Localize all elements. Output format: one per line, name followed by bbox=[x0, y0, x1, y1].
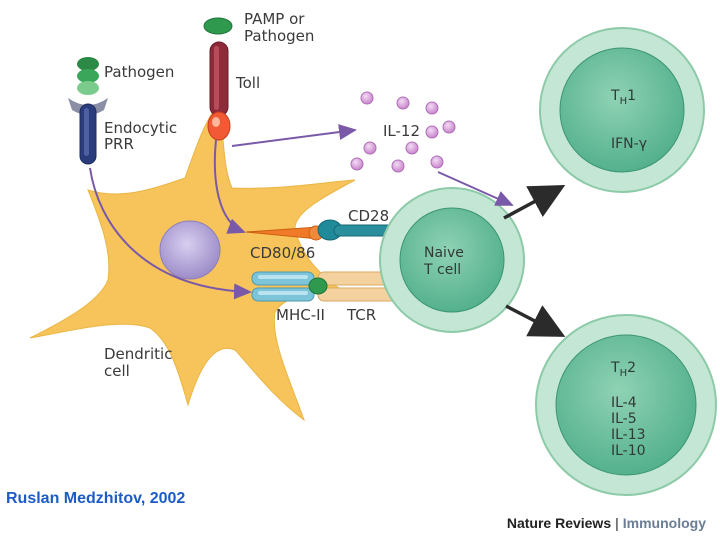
prr-to-mhc-arrow bbox=[89, 167, 252, 300]
dendritic-cell-label: Dendritic cell bbox=[104, 345, 177, 380]
author-credit: Ruslan Medzhitov, 2002 bbox=[6, 490, 186, 507]
toll-receptor bbox=[207, 41, 231, 141]
toll-label: Toll bbox=[235, 74, 260, 92]
il12-to-tcell-arrow bbox=[437, 171, 514, 206]
cd28-receptor bbox=[317, 219, 397, 241]
th2-cytokine-list: IL-4 IL-5 IL-13 IL-10 bbox=[611, 395, 650, 459]
pathogen-label: Pathogen bbox=[104, 63, 174, 81]
pamp-particle bbox=[203, 17, 233, 35]
journal-credit: Nature Reviews|Immunology bbox=[507, 515, 706, 531]
cd28-label: CD28 bbox=[348, 207, 389, 225]
peptide-antigen bbox=[308, 277, 328, 295]
th1-title: TH1 bbox=[610, 88, 636, 107]
naive-t-cell-label: Naive T cell bbox=[423, 245, 468, 278]
il12-cytokines bbox=[350, 91, 456, 173]
th2-title: TH2 bbox=[610, 360, 636, 379]
tcell-to-th2-arrow bbox=[505, 304, 566, 337]
th1-cytokine: IFN-γ bbox=[611, 136, 647, 152]
journal-section: Immunology bbox=[622, 515, 706, 531]
tcr-label: TCR bbox=[346, 306, 376, 324]
cd80-86-receptor bbox=[245, 225, 324, 241]
toll-to-cd80-arrow bbox=[213, 139, 246, 234]
pamp-label: PAMP or Pathogen bbox=[244, 10, 314, 45]
journal-separator: | bbox=[615, 515, 619, 531]
il12-label: IL-12 bbox=[383, 122, 420, 140]
cd80-86-label: CD80/86 bbox=[250, 244, 315, 262]
endocytic-prr-label: Endocytic PRR bbox=[104, 119, 182, 153]
th2-cell bbox=[535, 314, 717, 496]
tcell-to-th1-arrow bbox=[503, 185, 566, 220]
th1-cell bbox=[539, 27, 705, 193]
pathogen-particle bbox=[77, 57, 99, 95]
toll-to-il12-arrow bbox=[231, 124, 357, 147]
journal-name: Nature Reviews bbox=[506, 515, 612, 531]
endocytic-prr bbox=[68, 98, 108, 165]
dendritic-cell-nucleus bbox=[159, 220, 221, 280]
mhc-ii-label: MHC-II bbox=[276, 306, 325, 324]
naive-t-cell bbox=[379, 187, 525, 333]
mhc-ii-receptor bbox=[251, 271, 315, 302]
